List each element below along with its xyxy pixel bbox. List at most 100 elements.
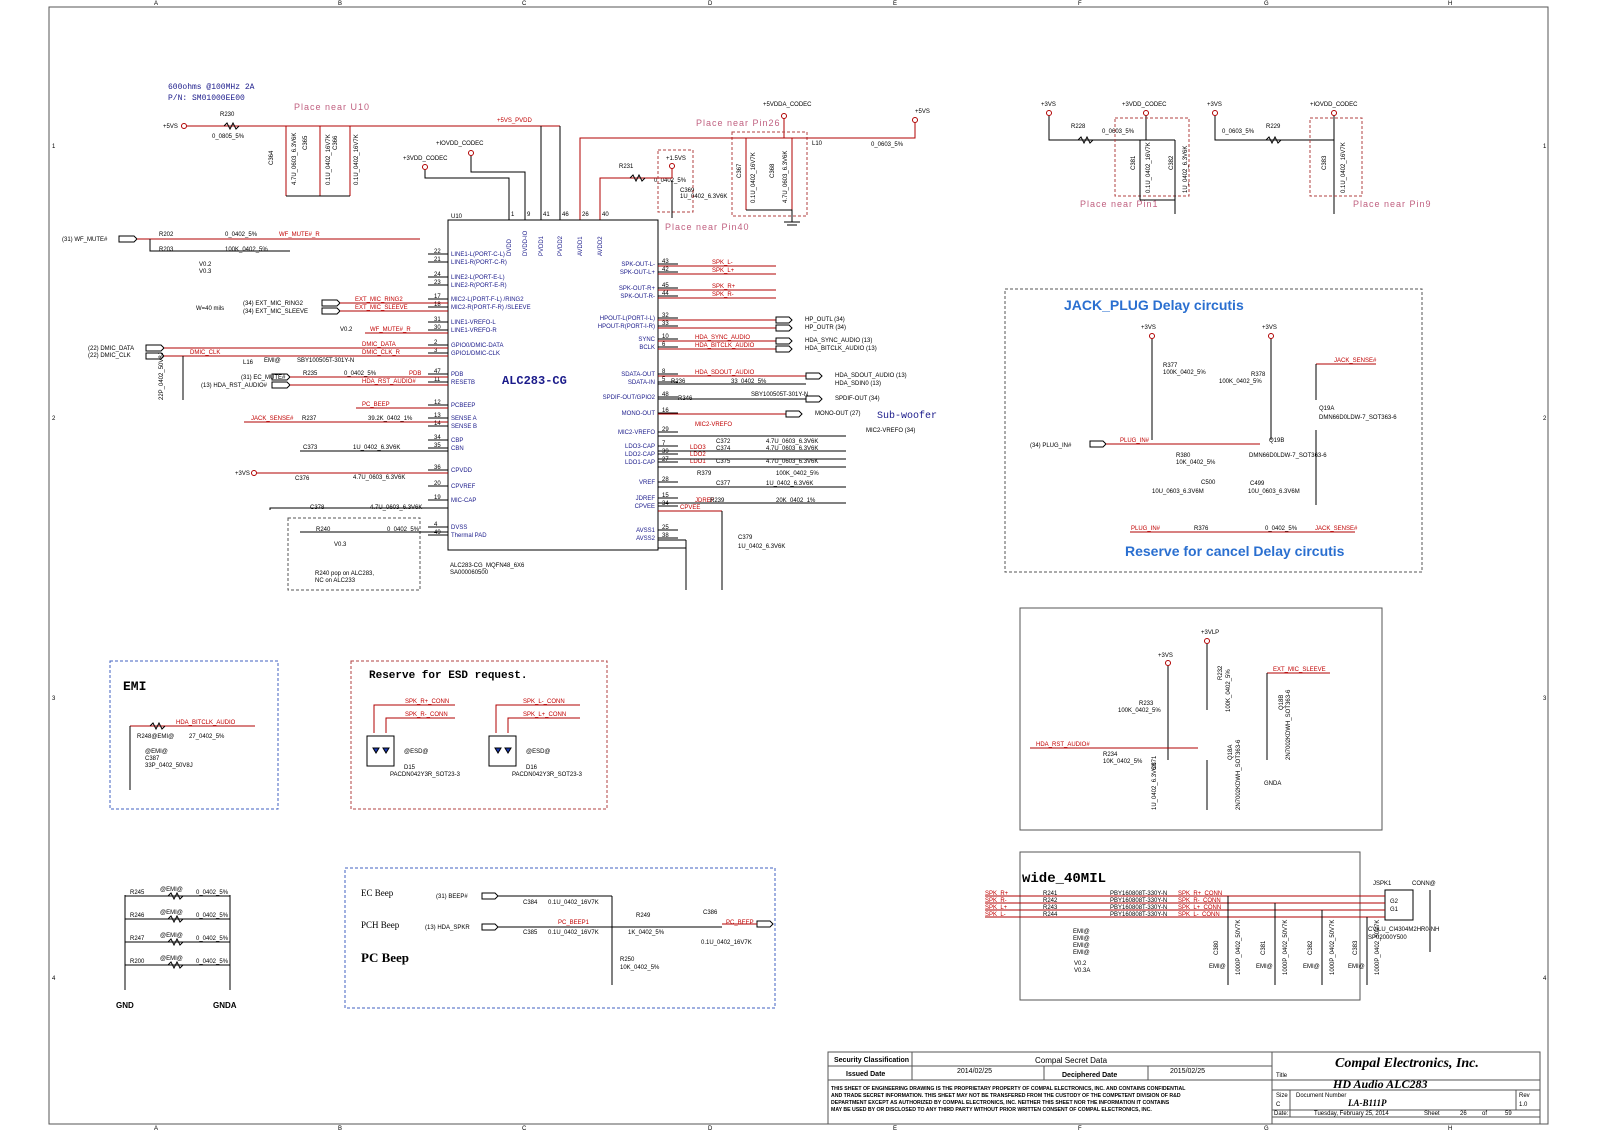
svg-text:HDA_BITCLK_AUDIO: HDA_BITCLK_AUDIO [695, 343, 755, 349]
gnd-tie-row: R247@EMI@0_0402_5% [125, 933, 230, 947]
emi-tag: EMI@ [1348, 964, 1365, 970]
svg-text:0_0805_5%: 0_0805_5% [212, 134, 245, 140]
resistor-value: 0_0402_5% [196, 936, 229, 942]
svg-text:HDA_BITCLK_AUDIO (13): HDA_BITCLK_AUDIO (13) [805, 346, 877, 352]
svg-text:1K_0402_5%: 1K_0402_5% [628, 930, 665, 936]
svg-text:100K_0402_5%: 100K_0402_5% [1118, 708, 1161, 714]
svg-text:PC_BEEP: PC_BEEP [362, 402, 390, 408]
svg-text:PC_BEEP1: PC_BEEP1 [558, 920, 590, 926]
svg-text:0_0402_5%: 0_0402_5% [1265, 526, 1298, 532]
svg-text:DEPARTMENT EXCEPT AS AUTHORIZE: DEPARTMENT EXCEPT AS AUTHORIZED BY COMPA… [831, 1100, 1170, 1106]
svg-text:EXT_MIC_SLEEVE: EXT_MIC_SLEEVE [1273, 667, 1326, 673]
svg-text:V0.3: V0.3 [334, 542, 347, 548]
reserve-delay-title: Reserve for cancel Delay circutis [1125, 543, 1345, 559]
svg-text:D: D [708, 1126, 713, 1131]
svg-text:C383: C383 [1322, 155, 1328, 170]
pin-label: LINE1-VREFO-L [451, 320, 496, 326]
resistor-value: 0_0402_5% [196, 890, 229, 896]
svg-text:Issued Date: Issued Date [846, 1071, 885, 1078]
pin-number: 36 [434, 465, 441, 471]
esd-section: Reserve for ESD request. SPK_R+_CONN SPK… [350, 660, 608, 810]
svg-text:CPVEE: CPVEE [680, 505, 700, 511]
svg-text:HP_OUTL (34): HP_OUTL (34) [805, 317, 845, 323]
pin-label: CPVREF [451, 484, 476, 490]
svg-text:MIC2-VREFO: MIC2-VREFO [695, 422, 732, 428]
svg-text:C377: C377 [716, 481, 731, 487]
svg-text:Q18A: Q18A [1228, 745, 1234, 760]
svg-text:SP02000Y500: SP02000Y500 [1368, 935, 1407, 941]
pin-number: 35 [434, 443, 441, 449]
svg-text:33_0402_5%: 33_0402_5% [731, 379, 767, 385]
svg-text:V0.3: V0.3 [199, 269, 212, 275]
svg-text:3: 3 [1543, 696, 1547, 702]
svg-text:C374: C374 [716, 446, 731, 452]
svg-text:(34) PLUG_IN#: (34) PLUG_IN# [1030, 443, 1072, 449]
svg-text:+1.5VS: +1.5VS [666, 156, 686, 162]
svg-text:C381: C381 [1131, 155, 1137, 170]
svg-text:0_0603_5%: 0_0603_5% [871, 142, 904, 148]
pin-label: AVDD1 [578, 236, 584, 256]
svg-text:E: E [893, 1126, 897, 1131]
svg-text:of: of [1482, 1111, 1487, 1117]
svg-text:HDA_SDIN0 (13): HDA_SDIN0 (13) [835, 381, 881, 387]
svg-text:JSPK1: JSPK1 [1373, 881, 1392, 887]
svg-text:Sub-woofer: Sub-woofer [877, 410, 937, 422]
connector-net: SPK_L-_CONN [1178, 912, 1220, 918]
svg-text:C376: C376 [295, 476, 310, 482]
svg-text:SPK_L-_CONN: SPK_L-_CONN [523, 699, 565, 705]
svg-text:SPDIF-OUT (34): SPDIF-OUT (34) [835, 396, 880, 402]
svg-text:C372: C372 [716, 439, 731, 445]
pin-number: 5 [662, 377, 666, 383]
svg-text:1U_0402_6.3V6K: 1U_0402_6.3V6K [353, 445, 400, 451]
pin-label: LINE2-L(PORT-E-L) [451, 275, 505, 281]
svg-text:JACK_SENSE#: JACK_SENSE# [1315, 526, 1358, 532]
pin-number: 18 [434, 302, 441, 308]
svg-text:HDA_RST_AUDIO#: HDA_RST_AUDIO# [362, 379, 416, 385]
svg-text:R380: R380 [1176, 453, 1191, 459]
svg-text:1: 1 [52, 144, 56, 150]
pin-number: 42 [662, 267, 669, 273]
svg-text:PDB: PDB [409, 371, 421, 377]
pin-number: 7 [662, 441, 666, 447]
svg-text:+3VDD_CODEC: +3VDD_CODEC [403, 156, 448, 162]
svg-text:4: 4 [1543, 976, 1547, 982]
pin-label: VREF [639, 480, 655, 486]
pin-number: 39 [662, 449, 669, 455]
svg-text:C382: C382 [1169, 155, 1175, 170]
top-right-pin1: +3VS R228 0_0603_5% +3VDD_CODEC C381 0.1… [1041, 102, 1190, 214]
svg-text:DMN66D0LDW-7_SOT363-6: DMN66D0LDW-7_SOT363-6 [1319, 415, 1397, 421]
gnd-tie-row: R245@EMI@0_0402_5% [125, 887, 230, 901]
svg-text:+IOVDD_CODEC: +IOVDD_CODEC [1310, 102, 1358, 108]
pin-number: 20 [434, 481, 441, 487]
cap-ref: C380 [1214, 940, 1220, 955]
svg-text:C: C [522, 1126, 527, 1131]
svg-text:100K_0402_5%: 100K_0402_5% [1226, 669, 1232, 712]
emi-tag: EMI@ [1073, 950, 1090, 956]
pin-label: SPK-OUT-L+ [620, 270, 656, 276]
svg-text:(31) BEEP#: (31) BEEP# [436, 894, 468, 900]
svg-text:26: 26 [1460, 1111, 1467, 1117]
svg-text:+3VS: +3VS [1041, 102, 1056, 108]
svg-text:100K_0402_5%: 100K_0402_5% [1219, 379, 1262, 385]
pin-label: SYNC [638, 337, 655, 343]
pin-label: SPK-OUT-R+ [619, 286, 656, 292]
svg-text:(31) WF_MUTE#: (31) WF_MUTE# [62, 237, 108, 243]
svg-text:DMIC_DATA: DMIC_DATA [362, 342, 396, 348]
pin-number: 40 [602, 212, 609, 218]
svg-text:4: 4 [52, 976, 56, 982]
filter-ref: R243 [1043, 905, 1058, 911]
right-nets: SPK_L- SPK_L+ SPK_R+ SPK_R- HP_OUTL (34)… [658, 260, 937, 590]
codec-chip-u10: U10 ALC283-CG ALC283-CG_MQFN48_6X6 SA000… [428, 212, 678, 576]
jack-plug-section: JACK_PLUG Delay circutis Reserve for can… [1004, 288, 1423, 573]
